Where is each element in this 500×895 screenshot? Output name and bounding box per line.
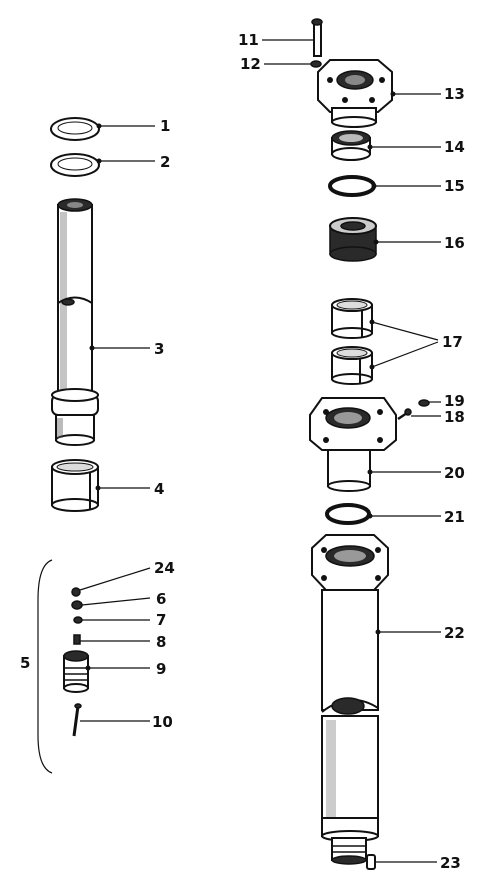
- label-24: 24: [154, 559, 175, 577]
- part-8-screw: [73, 634, 81, 645]
- callout-dots: [85, 91, 396, 671]
- label-9: 9: [156, 660, 166, 678]
- label-21: 21: [444, 508, 465, 526]
- label-18: 18: [444, 408, 465, 426]
- part-number-labels: 1 2 3 4 5 6 7 8 9 10 11 12 13 14 15 16 1…: [20, 31, 465, 872]
- part-24-ball: [71, 587, 81, 597]
- label-17: 17: [442, 333, 463, 351]
- label-19: 19: [444, 392, 465, 410]
- part-7-washer: [73, 616, 83, 624]
- label-14: 14: [444, 138, 465, 156]
- part-11-bolt: [311, 18, 323, 57]
- label-3: 3: [154, 340, 164, 358]
- label-4: 4: [154, 480, 164, 498]
- label-13: 13: [444, 85, 465, 103]
- label-15: 15: [444, 177, 465, 195]
- part-20-flanged-housing: [309, 397, 397, 492]
- label-5: 5: [20, 654, 30, 672]
- label-12: 12: [240, 55, 261, 73]
- label-1: 1: [160, 117, 170, 135]
- group-5-bracket: [37, 559, 53, 774]
- part-15-o-ring: [328, 175, 376, 197]
- part-21-o-ring: [325, 503, 371, 525]
- label-8: 8: [156, 633, 166, 651]
- label-20: 20: [444, 464, 465, 482]
- part-13-flanged-cap: [317, 59, 393, 128]
- part-9-threaded-nut: [63, 650, 89, 693]
- label-2: 2: [160, 153, 170, 171]
- label-11: 11: [238, 31, 259, 49]
- part-23-pin: [366, 854, 376, 870]
- part-17-bushing-upper: [331, 298, 373, 339]
- part-6-nut: [71, 600, 83, 610]
- label-22: 22: [444, 624, 465, 642]
- part-2-o-ring: [50, 153, 100, 177]
- label-16: 16: [444, 234, 465, 252]
- leader-lines: [79, 39, 441, 863]
- label-10: 10: [152, 713, 173, 731]
- part-22-housing-tube: [311, 534, 389, 865]
- part-16-knurled-nut: [329, 217, 377, 262]
- part-1-o-ring: [50, 117, 100, 141]
- part-4-split-bushing: [51, 459, 99, 512]
- part-19-bolt: [418, 399, 430, 407]
- part-14-bearing-ring: [331, 130, 371, 161]
- label-7: 7: [156, 611, 166, 629]
- label-23: 23: [440, 854, 461, 872]
- part-3-stem-tube: [51, 198, 99, 446]
- part-18-screw: [397, 408, 412, 421]
- label-6: 6: [156, 590, 166, 608]
- part-17-bushing-lower: [331, 346, 373, 385]
- part-10-pin: [72, 703, 82, 737]
- part-12-ring: [310, 60, 322, 68]
